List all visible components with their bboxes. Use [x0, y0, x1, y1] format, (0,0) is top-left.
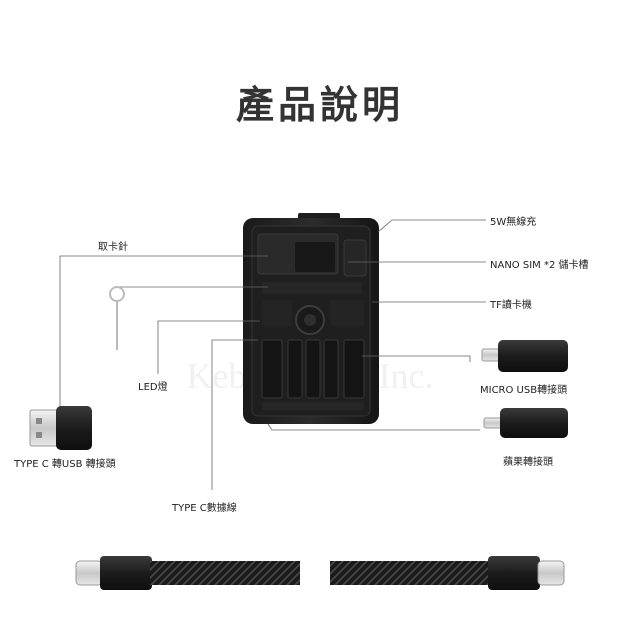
label-led: LED燈	[138, 382, 168, 393]
lightning-adapter	[483, 408, 568, 438]
sim-pin	[109, 286, 125, 350]
storage-case	[243, 213, 379, 424]
label-wireless: 5W無線充	[490, 217, 537, 228]
micro-usb-adapter	[481, 340, 568, 372]
typec-cable	[75, 556, 565, 590]
label-tf: TF讀卡機	[490, 300, 532, 311]
label-micro-usb: MICRO USB轉接頭	[480, 385, 568, 396]
label-typec-cable: TYPE C數據線	[172, 503, 237, 514]
label-nano-sim: NANO SIM *2 儲卡槽	[490, 260, 589, 271]
label-typec-usb: TYPE C 轉USB 轉接頭	[14, 459, 116, 470]
label-apple: 蘋果轉接頭	[503, 457, 553, 468]
page-title: 產品說明	[235, 83, 404, 127]
label-sim-pin: 取卡針	[98, 242, 128, 253]
leader-lines	[59, 219, 486, 490]
typec-usb-adapter	[29, 406, 92, 450]
